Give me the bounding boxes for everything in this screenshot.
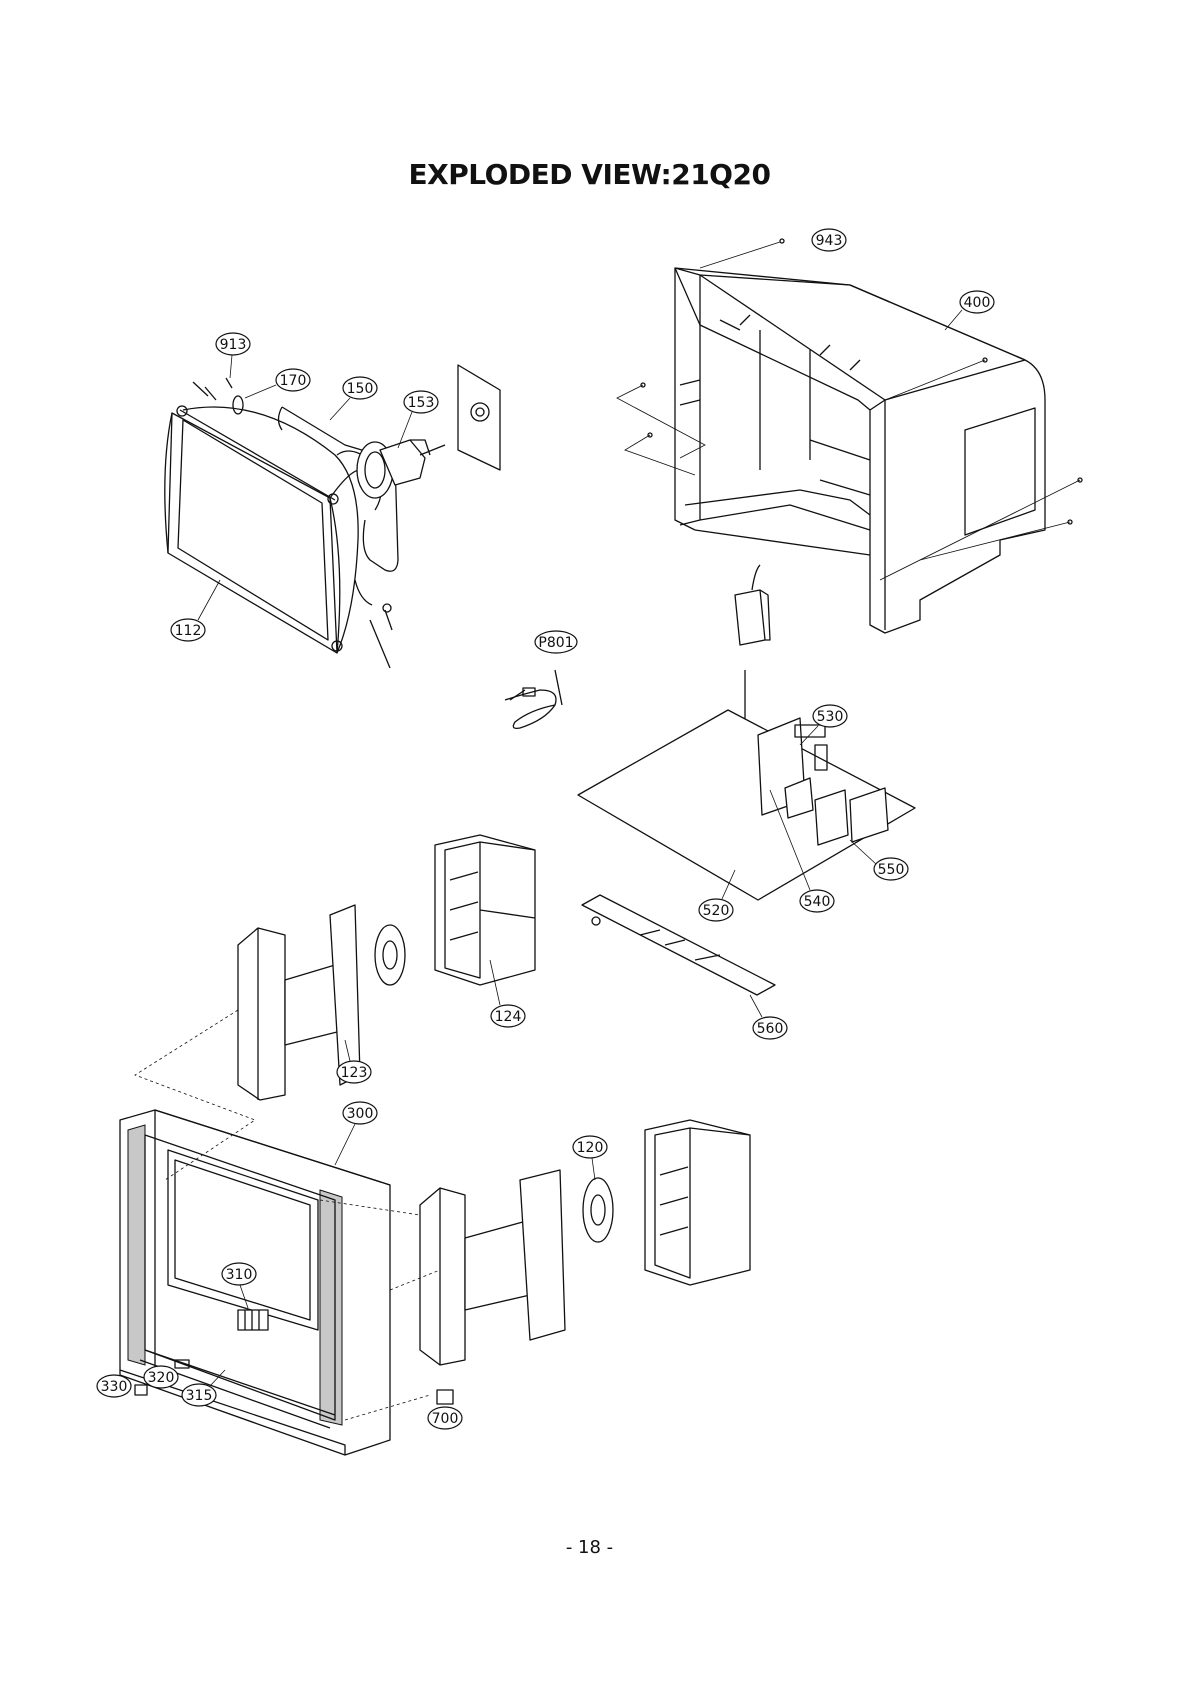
callout-120: 120 <box>573 1136 607 1180</box>
svg-text:540: 540 <box>804 894 831 910</box>
power-cord <box>505 670 562 728</box>
speaker-box-lower <box>645 1120 750 1285</box>
svg-text:120: 120 <box>577 1140 604 1156</box>
svg-text:913: 913 <box>220 337 247 353</box>
svg-text:943: 943 <box>816 233 843 249</box>
svg-text:170: 170 <box>280 373 307 389</box>
svg-text:700: 700 <box>432 1411 459 1427</box>
callout-550: 550 <box>850 840 908 880</box>
callout-170: 170 <box>245 369 310 398</box>
picture-tube <box>165 406 382 653</box>
callout-150: 150 <box>330 377 377 420</box>
av-jack <box>437 1390 453 1404</box>
callout-700: 700 <box>428 1407 462 1429</box>
back-cover <box>675 268 1045 633</box>
svg-text:560: 560 <box>757 1021 784 1037</box>
callout-320: 320 <box>144 1366 178 1388</box>
page-number: - 18 - <box>0 1537 1179 1558</box>
svg-text:124: 124 <box>495 1009 522 1025</box>
svg-text:150: 150 <box>347 381 374 397</box>
svg-text:320: 320 <box>148 1370 175 1386</box>
svg-text:123: 123 <box>341 1065 368 1081</box>
svg-text:550: 550 <box>878 862 905 878</box>
svg-text:330: 330 <box>101 1379 128 1395</box>
front-cabinet <box>120 1110 390 1455</box>
speaker-bracket-lower <box>420 1170 565 1365</box>
callout-300: 300 <box>335 1102 377 1165</box>
svg-text:400: 400 <box>964 295 991 311</box>
main-pcb <box>578 710 915 900</box>
callout-112: 112 <box>171 580 220 641</box>
svg-text:P801: P801 <box>538 635 573 651</box>
callout-943: 943 <box>812 229 846 251</box>
svg-text:300: 300 <box>347 1106 374 1122</box>
svg-text:530: 530 <box>817 709 844 725</box>
crt-socket-board <box>458 365 500 470</box>
speaker-lower <box>583 1178 613 1242</box>
callout-560: 560 <box>750 995 787 1039</box>
power-button <box>135 1385 147 1395</box>
callout-p801: P801 <box>535 631 577 653</box>
callout-400: 400 <box>945 291 994 330</box>
svg-text:315: 315 <box>186 1388 213 1404</box>
svg-text:310: 310 <box>226 1267 253 1283</box>
deflection-yoke <box>357 440 445 498</box>
callout-330: 330 <box>97 1375 131 1397</box>
speaker-upper <box>375 925 405 985</box>
front-switch-assembly <box>238 1310 268 1330</box>
svg-text:153: 153 <box>408 395 435 411</box>
speaker-box-upper <box>435 835 535 985</box>
flyback-transformer <box>730 565 770 735</box>
control-pcb <box>582 895 775 995</box>
svg-text:520: 520 <box>703 903 730 919</box>
svg-text:112: 112 <box>175 623 202 639</box>
callout-913: 913 <box>216 333 250 378</box>
